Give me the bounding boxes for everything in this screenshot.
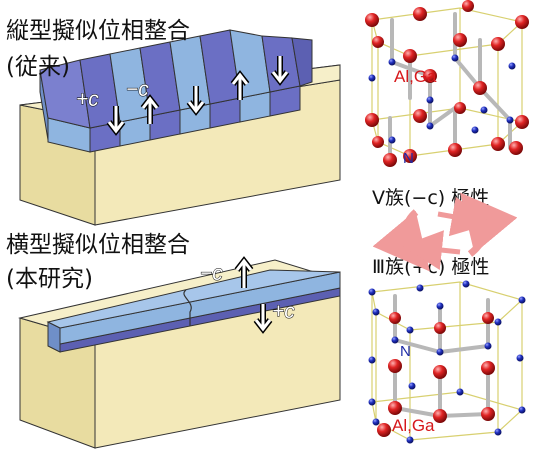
iii-group-polarity-label: Ⅲ族(+c) 極性 [372, 256, 489, 278]
bottom-minus-c-label: −c [200, 262, 223, 285]
top-crystal: Al,Ga N [365, 0, 529, 167]
top-domains [39, 29, 313, 153]
top-crystal-metal-label: Al,Ga [394, 67, 437, 86]
top-minus-c-label: −c [126, 78, 149, 101]
top-arrow-down-1 [106, 106, 126, 136]
cycle-arrows [372, 192, 518, 272]
bottom-crystal-nitrogen-label: N [400, 343, 411, 360]
top-arrow-up-1 [140, 94, 160, 124]
bottom-device-subtitle: (本研究) [6, 266, 93, 292]
bottom-device-title: 横型擬似位相整合 [6, 232, 190, 258]
bottom-arrow-up [234, 256, 254, 288]
bottom-plus-c-label: +c [272, 300, 295, 323]
v-group-polarity-label: Ⅴ族(−c) 極性 [372, 187, 489, 209]
top-device-subtitle: (従来) [6, 54, 70, 80]
top-crystal-atoms [365, 0, 529, 167]
top-crystal-nitrogen-label: N [403, 150, 414, 167]
top-device: +c −c 縦型擬似位相整合 (従来) [6, 18, 341, 226]
bottom-waveguide [46, 269, 341, 353]
bottom-crystal-metal-label: Al,Ga [392, 416, 435, 435]
bottom-crystal-atoms [368, 280, 526, 444]
polarity-cycle: Ⅴ族(−c) 極性 Ⅲ族(+c) 極性 [372, 187, 518, 278]
bottom-crystal: N Al,Ga [368, 280, 526, 444]
top-arrow-down-3 [270, 56, 290, 86]
bottom-device: −c +c 横型擬似位相整合 (本研究) [6, 232, 341, 449]
top-arrow-up-2 [230, 70, 250, 100]
bottom-arrow-down [253, 304, 273, 334]
top-arrow-down-2 [186, 86, 206, 116]
top-crystal-bonds [388, 12, 512, 162]
top-device-title: 縦型擬似位相整合 [6, 18, 190, 44]
top-plus-c-label: +c [76, 88, 99, 111]
